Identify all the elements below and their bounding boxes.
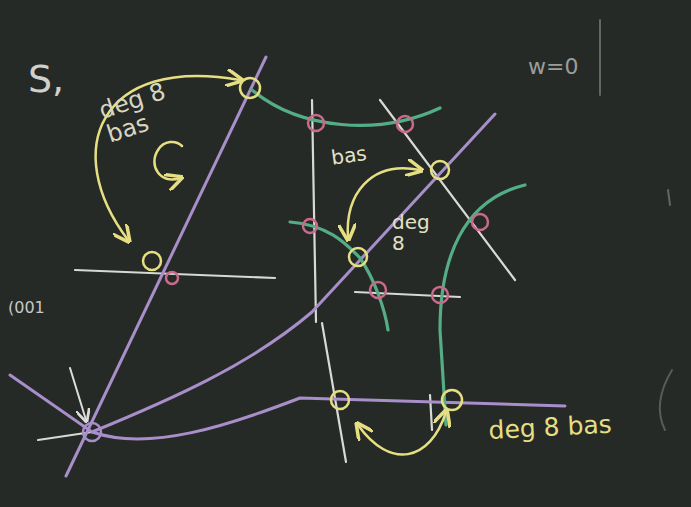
green-curves [252, 90, 525, 425]
chalk-label: deg 8 [392, 212, 432, 254]
chalk-label: w=0 [528, 55, 598, 78]
yellow-arrows [96, 76, 446, 455]
board-mark [599, 20, 601, 95]
chalk-label: S, [28, 60, 68, 100]
pink-points [166, 115, 488, 303]
chalk-label: deg 8 bas [488, 408, 679, 444]
white-arrow [70, 368, 86, 420]
yellow-points [143, 78, 462, 410]
purple-curves [10, 57, 565, 476]
purple-point [83, 423, 101, 441]
board-mark [668, 190, 670, 205]
chalk-label: (001 [8, 300, 58, 317]
board-mark [660, 370, 672, 430]
chalk-label: bas [330, 140, 392, 169]
chalk-label: deg 8 bas [96, 78, 178, 148]
